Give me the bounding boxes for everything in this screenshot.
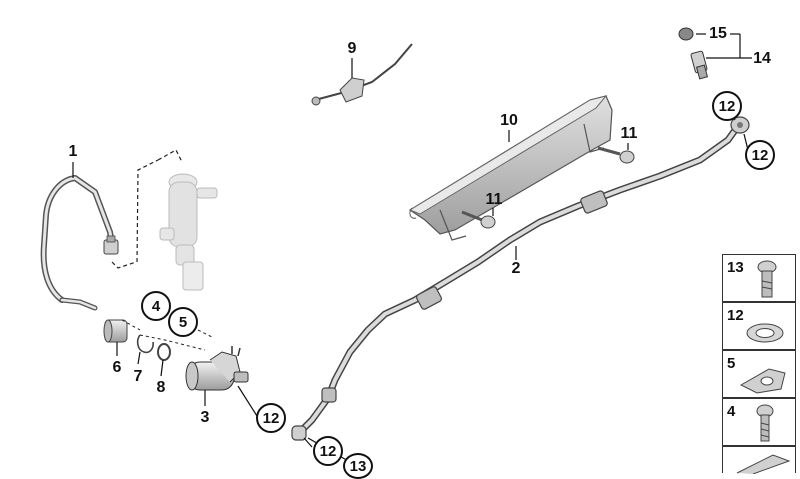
legend-item-12: 12 [722,302,796,350]
screw-icon [756,404,774,442]
slave-cylinder [185,346,249,391]
callout-3: 3 [200,409,210,426]
callout-15: 15 [709,25,727,42]
callout-12-top: 12 [712,91,742,121]
callout-1: 1 [68,143,78,160]
legend-num-13: 13 [727,259,744,276]
callout-2: 2 [511,260,521,277]
leader-lines [72,33,752,463]
callout-7: 7 [133,368,143,385]
legend-num-4: 4 [727,403,736,420]
callout-12-right: 12 [745,140,775,170]
bleed-screw-icon [757,260,777,298]
leader-4-5 [121,319,215,351]
callout-6: 6 [112,359,122,376]
callout-12-lower: 12 [313,436,343,466]
clutch-pipe [40,175,119,311]
callout-10: 10 [500,112,518,129]
seal-ring-icon [746,323,784,343]
callout-12-bottom: 12 [256,403,286,433]
callout-11-left: 11 [485,191,503,208]
hose-clip [311,43,413,106]
clutch-hose [291,116,750,441]
legend-item-5: 5 [722,350,796,398]
callout-13-circle: 13 [343,453,373,479]
master-cylinder [159,173,218,291]
callout-9: 9 [347,40,357,57]
callout-4-circle: 4 [141,291,171,321]
legend-item-13: 13 [722,254,796,302]
legend-item-4: 4 [722,398,796,446]
grommet [103,319,128,343]
dashed-bracket [111,149,183,269]
callout-8: 8 [156,379,166,396]
callout-5-circle: 5 [168,307,198,337]
callout-14: 14 [753,50,771,67]
o-ring [157,343,171,361]
clip [136,334,154,354]
callout-11-right: 11 [620,125,638,142]
screw-a [461,210,496,229]
washer-clip-icon [739,368,786,394]
heat-shield [408,95,613,241]
bleed-valve [678,27,709,80]
legend-num-5: 5 [727,355,736,372]
legend-num-12: 12 [727,307,744,324]
legend-item-partial [722,446,796,474]
fastener-icon [736,454,791,474]
screw-b [597,146,635,164]
